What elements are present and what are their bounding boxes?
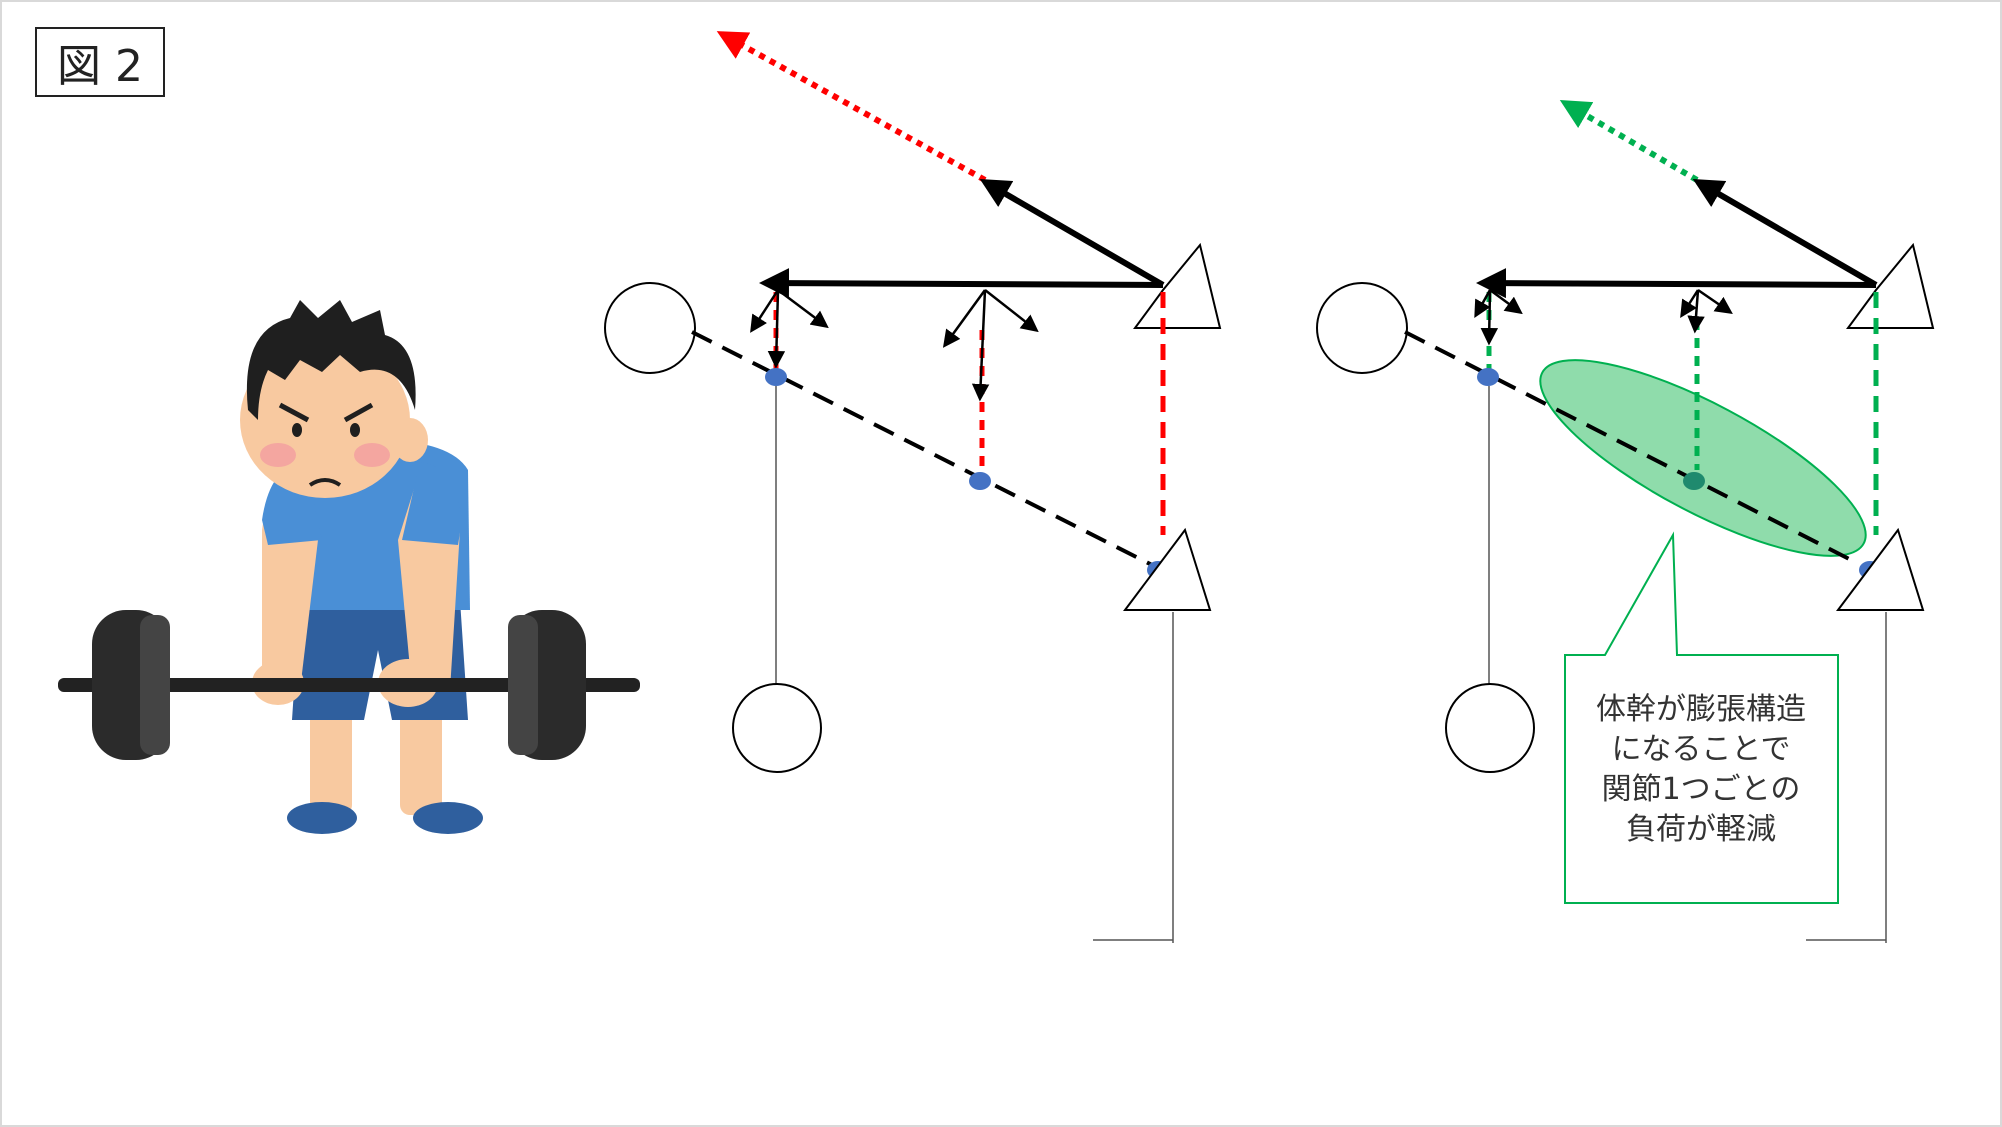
- diagram-right: [1316, 99, 1935, 943]
- left-leg: [310, 690, 352, 815]
- red-dotted-resultant-arrow: [716, 31, 987, 183]
- joint1-arrow-down: [767, 289, 786, 369]
- callout-line-3: 関節1つごとの: [1601, 772, 1801, 807]
- lower-triangle-pivot-right: [1836, 527, 1925, 611]
- figure-label: 図 2: [35, 27, 165, 97]
- joint1-arrow-right-right: [1489, 288, 1523, 315]
- left-brow: [278, 402, 310, 423]
- joint2-arrow-down: [971, 289, 990, 402]
- callout-text: 体幹が膨張構造 になることで 関節1つごとの 負荷が軽減: [1566, 690, 1836, 850]
- joint-dot-1: [765, 368, 787, 386]
- black-horizontal-force-arrow: [759, 268, 1164, 299]
- black-diagonal-force-arrow-right: [1692, 178, 1878, 288]
- joint1-arrow-left: [750, 289, 780, 333]
- barbell-left-plate-outer: [140, 615, 170, 755]
- ear: [392, 418, 428, 462]
- upper-triangle-pivot-right: [1846, 242, 1935, 329]
- joint1-arrow-right: [777, 289, 829, 329]
- trunk-expansion-ellipse: [1539, 359, 1867, 557]
- left-shoe: [287, 802, 357, 834]
- figure-label-text: 図 2: [57, 41, 143, 92]
- barbell-right-plate-outer: [508, 615, 538, 755]
- head-circle: [604, 282, 696, 374]
- lower-triangle-pivot: [1123, 527, 1212, 611]
- upper-triangle-pivot: [1133, 242, 1222, 329]
- barbell-bar: [58, 678, 640, 692]
- hair: [246, 300, 416, 420]
- callout-box: [1564, 531, 1839, 904]
- callout-line-1: 体幹が膨張構造: [1596, 692, 1806, 727]
- joint-dot-2-right: [1683, 472, 1705, 490]
- right-cheek: [354, 443, 390, 467]
- joint1-arrow-left-right: [1474, 289, 1492, 319]
- hand-circle-right: [1445, 683, 1535, 773]
- black-horizontal-force-arrow-right: [1476, 268, 1877, 299]
- joint2-arrow-right-right: [1697, 288, 1733, 314]
- trunk-dashed-line: [691, 330, 1159, 570]
- head-circle-right: [1316, 282, 1408, 374]
- trunk-dashed-line-right: [1404, 330, 1856, 564]
- left-eye: [292, 423, 302, 437]
- right-sleeve: [402, 462, 462, 545]
- joint2-arrow-left: [942, 289, 987, 348]
- right-leg: [400, 690, 442, 815]
- right-eye: [350, 423, 360, 437]
- joint2-arrow-left-right: [1680, 289, 1700, 318]
- joint-dot-2: [969, 472, 991, 490]
- black-diagonal-force-arrow: [979, 178, 1165, 288]
- joint-dot-1-right: [1477, 368, 1499, 386]
- mouth: [308, 478, 342, 487]
- right-shoe: [413, 802, 483, 834]
- callout-line-2: になることで: [1611, 732, 1791, 767]
- deadlift-person-illustration: [58, 300, 640, 834]
- callout-line-4: 負荷が軽減: [1626, 812, 1776, 847]
- diagram-left: [604, 31, 1222, 943]
- right-brow: [343, 402, 374, 423]
- joint2-arrow-right: [984, 289, 1039, 333]
- green-dotted-resultant-arrow: [1559, 99, 1699, 183]
- left-cheek: [260, 443, 296, 467]
- hand-circle: [732, 683, 822, 773]
- joint1-arrow-down-right: [1480, 289, 1499, 346]
